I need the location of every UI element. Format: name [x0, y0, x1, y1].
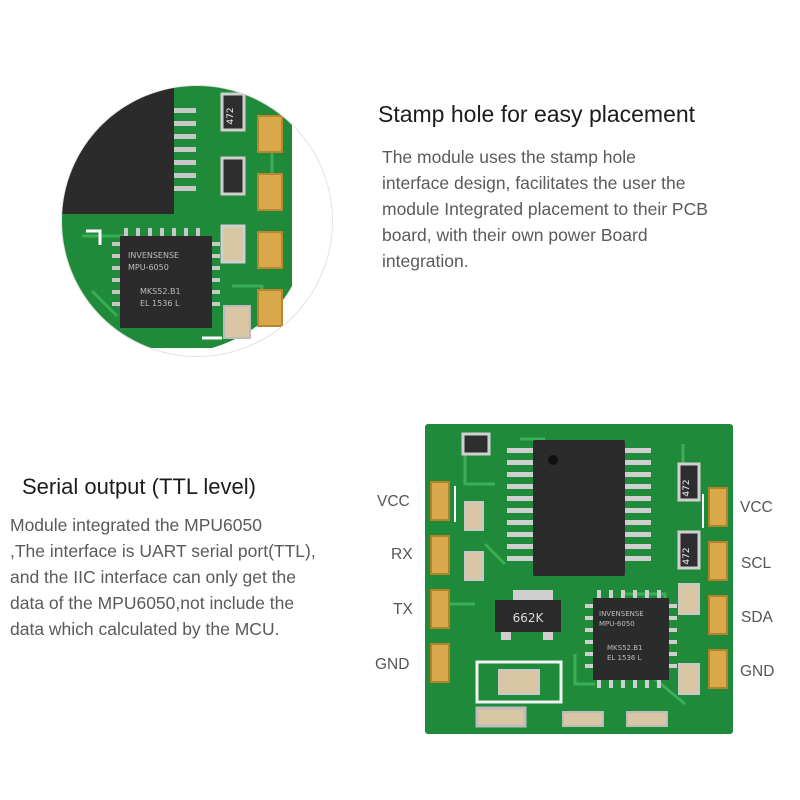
photo-resistor-label: 472	[226, 107, 236, 124]
left-pin-gnd: GND	[375, 656, 410, 673]
stamp-hole-description: The module uses the stamp hole interface…	[382, 144, 762, 274]
board-chip-line-2: MPU-6050	[599, 620, 635, 628]
right-pin-vcc: VCC	[740, 499, 773, 516]
transistor-marking: 662K	[513, 611, 545, 625]
stamp-line-1: The module uses the stamp hole	[382, 147, 636, 167]
right-pin-gnd: GND	[740, 663, 775, 680]
board-resistor-label-2: 472	[682, 547, 692, 564]
photo-chip-line-3: MKS52.B1	[140, 287, 181, 296]
photo-chip-line-4: EL 1536 L	[140, 299, 180, 308]
right-pin-scl: SCL	[741, 555, 772, 572]
pcb-illustration: 472 472 662K INVENSENSE MPU-6050 MKS	[425, 424, 733, 734]
mpu6050-module-board: 472 472 662K INVENSENSE MPU-6050 MKS	[425, 424, 733, 734]
serial-output-description: Module integrated the MPU6050 ,The inter…	[10, 512, 380, 642]
stamp-line-4: board, with their own power Board	[382, 225, 648, 245]
photo-chip-line-1: INVENSENSE	[128, 251, 179, 260]
serial-line-3: and the IIC interface can only get the	[10, 567, 297, 587]
stamp-line-2: interface design, facilitates the user t…	[382, 173, 686, 193]
stamp-line-3: module Integrated placement to their PCB	[382, 199, 708, 219]
board-chip-line-4: EL 1536 L	[607, 654, 642, 662]
board-resistor-label-1: 472	[682, 479, 692, 496]
right-pin-sda: SDA	[741, 609, 773, 626]
board-chip-line-3: MKS52.B1	[607, 644, 642, 652]
stamp-line-5: integration.	[382, 251, 469, 271]
stamp-hole-heading: Stamp hole for easy placement	[378, 101, 696, 127]
zoomed-pcb-photo: 472 INVENSENSE MPU-6050 MKS52.B1 EL	[62, 86, 292, 348]
serial-line-5: data which calculated by the MCU.	[10, 619, 280, 639]
serial-line-2: ,The interface is UART serial port(TTL),	[10, 541, 316, 561]
left-pin-vcc: VCC	[377, 493, 410, 510]
serial-line-1: Module integrated the MPU6050	[10, 515, 262, 535]
left-pin-rx: RX	[391, 546, 413, 563]
board-chip-line-1: INVENSENSE	[599, 610, 644, 618]
photo-chip-line-2: MPU-6050	[128, 263, 169, 272]
serial-line-4: data of the MPU6050,not include the	[10, 593, 295, 613]
zoomed-photo-circle: 472 INVENSENSE MPU-6050 MKS52.B1 EL	[62, 86, 332, 356]
serial-output-heading: Serial output (TTL level)	[22, 474, 256, 499]
left-pin-tx: TX	[393, 601, 413, 618]
